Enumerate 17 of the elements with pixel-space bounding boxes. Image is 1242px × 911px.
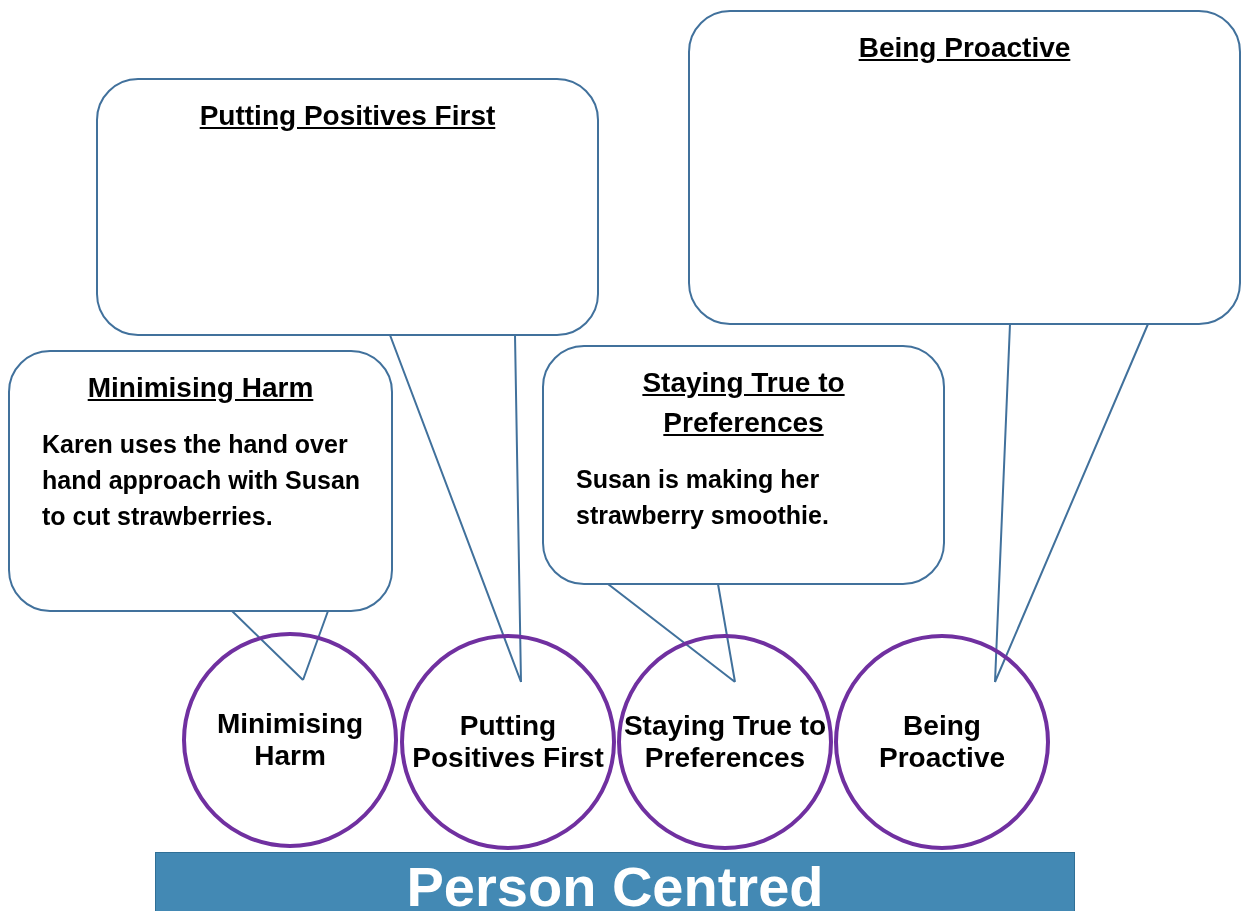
- speech-bubble-tail: [388, 334, 522, 683]
- circle-label: Staying True to Preferences: [622, 710, 828, 774]
- circle-label: Putting Positives First: [411, 710, 605, 774]
- speech-bubble: [688, 10, 1241, 325]
- heading: Staying True to Preferences: [641, 366, 846, 440]
- speech-bubble-tail: [605, 583, 736, 683]
- heading: Putting Positives First: [198, 99, 497, 133]
- speech-bubble-tail: [229, 610, 329, 681]
- banner-text: Person Centred: [406, 855, 824, 911]
- description-text: Susan is making her strawberry smoothie.: [576, 464, 830, 531]
- speech-bubble-tail: [994, 323, 1149, 683]
- circle-label: Being Proactive: [877, 710, 1007, 774]
- heading: Being Proactive: [857, 31, 1072, 65]
- circle-label: Minimising Harm: [215, 708, 365, 772]
- banner-bar: [155, 852, 1075, 911]
- heading: Minimising Harm: [86, 371, 315, 405]
- description-text: Karen uses the hand over hand approach with Susan to cut strawberries.: [42, 429, 361, 532]
